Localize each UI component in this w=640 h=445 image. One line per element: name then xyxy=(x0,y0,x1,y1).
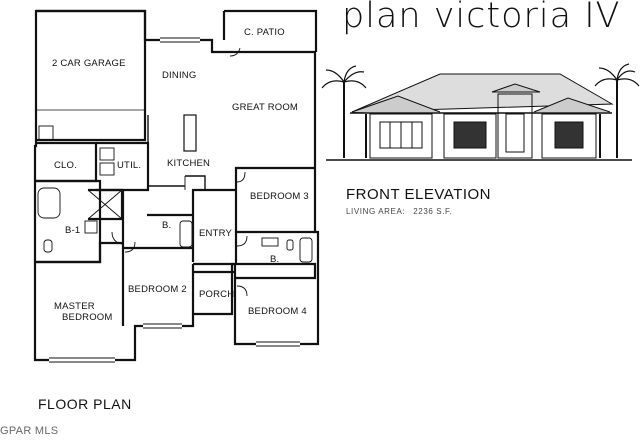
room-label-great-room: GREAT ROOM xyxy=(232,102,298,113)
room-label-porch: PORCH xyxy=(199,289,234,300)
living-area-label: LIVING AREA: xyxy=(346,207,406,216)
room-label-master: MASTER xyxy=(54,301,95,312)
toilet xyxy=(43,239,53,253)
door-swing xyxy=(124,241,136,253)
watermark: GPAR MLS xyxy=(0,425,59,437)
living-area-line: LIVING AREA: 2236 S.F. xyxy=(346,207,452,216)
garage-walls xyxy=(36,9,147,142)
room-label-master: BEDROOM xyxy=(62,312,113,323)
master-walls xyxy=(35,241,123,264)
toilet xyxy=(286,239,294,251)
door-swing xyxy=(236,171,246,183)
room-label-closet: CLO. xyxy=(54,160,77,171)
patio-walls xyxy=(222,9,318,52)
room-label-bath1: B-1 xyxy=(65,225,80,236)
bathtub xyxy=(37,187,61,219)
tub xyxy=(299,237,313,263)
room-label-dining: DINING xyxy=(162,70,196,81)
room-label-garage: 2 CAR GARAGE xyxy=(52,58,126,69)
sink xyxy=(84,220,98,234)
bath1-walls xyxy=(36,179,124,264)
front-elevation-label: FRONT ELEVATION xyxy=(346,186,492,203)
washer xyxy=(99,147,115,161)
kitchen-counter xyxy=(147,115,206,190)
sink xyxy=(261,237,279,247)
room-label-bedroom4: BEDROOM 4 xyxy=(248,306,307,317)
door-swing xyxy=(236,235,248,247)
room-label-bath: B. xyxy=(162,220,171,231)
kitchen-island xyxy=(183,114,197,152)
room-label-bath-right: B. xyxy=(270,254,279,265)
room-label-entry: ENTRY xyxy=(199,228,232,239)
room-label-kitchen: KITCHEN xyxy=(167,158,210,169)
water-heater xyxy=(38,125,54,141)
tub xyxy=(179,220,193,248)
plan-title: plan victoria IV xyxy=(342,0,621,36)
floor-plan-label: FLOOR PLAN xyxy=(38,396,132,412)
living-area-value: 2236 S.F. xyxy=(413,207,453,216)
room-label-patio: C. PATIO xyxy=(244,27,285,38)
closet-x xyxy=(87,189,123,220)
front-elevation-drawing xyxy=(321,63,640,161)
door-swing xyxy=(111,231,123,245)
door-swing xyxy=(229,47,241,57)
room-label-bedroom2: BEDROOM 2 xyxy=(128,284,187,295)
dryer xyxy=(99,162,115,176)
room-label-bedroom3: BEDROOM 3 xyxy=(250,191,309,202)
interior-walls xyxy=(121,166,317,326)
door-swing xyxy=(236,285,248,297)
room-label-utility: UTIL. xyxy=(117,160,141,171)
